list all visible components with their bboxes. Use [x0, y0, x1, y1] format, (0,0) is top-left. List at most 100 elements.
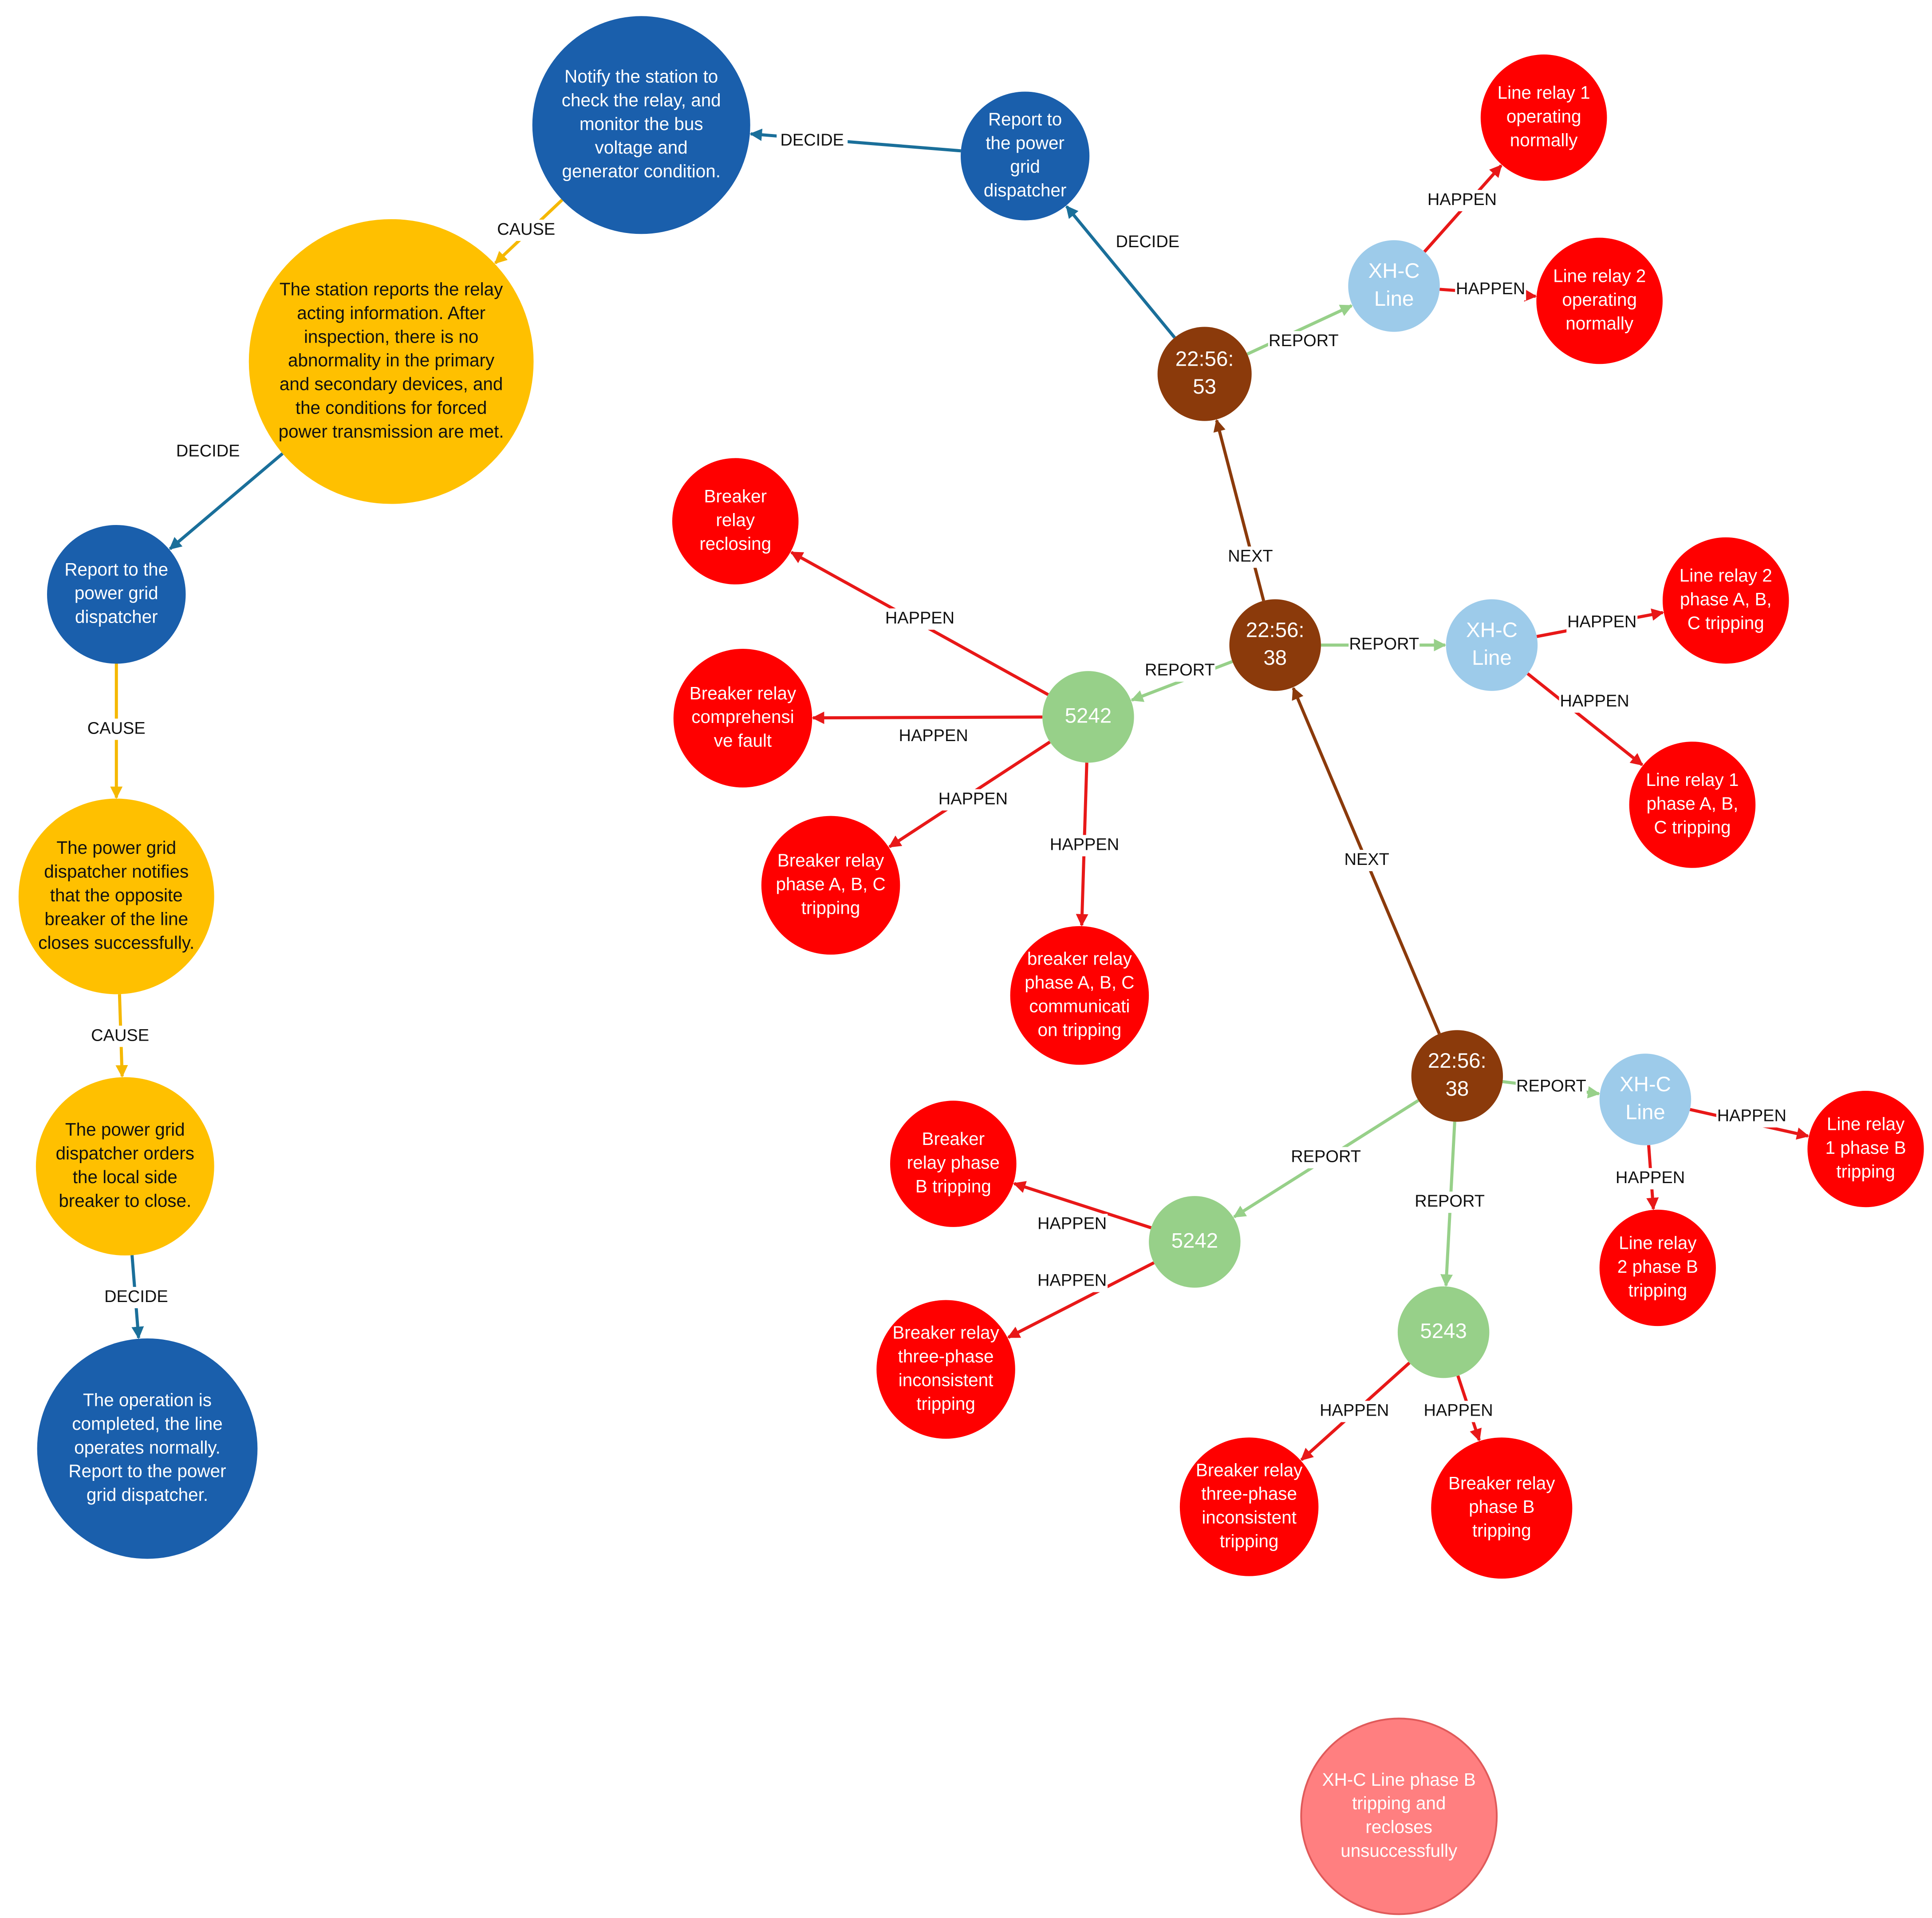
- edge-label-happen: HAPPEN: [1423, 1401, 1493, 1420]
- node-circle: [1599, 1054, 1691, 1145]
- edge-label-background: [1716, 1106, 1787, 1128]
- node-label: 22:56:38: [1246, 618, 1305, 670]
- node-label: 22:56:38: [1428, 1049, 1486, 1101]
- edge-breaker-5242-low-to-breaker-b-5242: [1013, 1181, 1152, 1229]
- node-circle: [1149, 1196, 1241, 1288]
- edge-label-background: [777, 130, 848, 152]
- edge-label-cause: CAUSE: [91, 1026, 149, 1045]
- node-circle: [18, 798, 214, 995]
- edge-label-background: [1566, 612, 1638, 634]
- node-breaker-5242-mid: 5242: [1042, 671, 1134, 763]
- edge-label-happen: HAPPEN: [885, 609, 954, 627]
- edge-label-background: [1423, 1401, 1494, 1422]
- edge-label-decide: DECIDE: [1116, 233, 1180, 251]
- node-time-225653: 22:56:53: [1157, 327, 1252, 421]
- node-circle: [1157, 327, 1252, 421]
- node-circle: [1300, 1717, 1498, 1915]
- edge-label-background: [884, 608, 955, 630]
- node-circle: [1446, 599, 1538, 691]
- node-circle: [532, 16, 750, 234]
- edge-label-decide: DECIDE: [104, 1287, 168, 1306]
- edge-label-background: [1037, 1214, 1108, 1235]
- node-label: 22:56:53: [1175, 347, 1234, 399]
- edge-label-report: REPORT: [1415, 1192, 1485, 1211]
- node-time-225638-low: 22:56:38: [1411, 1030, 1503, 1122]
- node-circle: [1348, 240, 1440, 332]
- edge-label-background: [1112, 232, 1183, 253]
- edge-label-happen: HAPPEN: [1050, 836, 1119, 854]
- node-circle: [1662, 537, 1789, 664]
- edge-label-next: NEXT: [1344, 850, 1389, 869]
- node-circle: [876, 1300, 1015, 1439]
- node-circle: [1411, 1030, 1503, 1122]
- edge-label-background: [1426, 189, 1498, 211]
- node-circle: [1629, 742, 1756, 868]
- edge-label-background: [898, 726, 969, 748]
- edge-label-happen: HAPPEN: [1717, 1107, 1786, 1125]
- edge-breaker-5242-mid-to-breaker-comprehensive: [812, 711, 1043, 724]
- node-circle: [1179, 1437, 1319, 1576]
- edge-label-background: [172, 441, 244, 463]
- edge-label-background: [1342, 850, 1392, 872]
- edge-label-background: [1144, 660, 1215, 682]
- edge-label-cause: CAUSE: [87, 719, 146, 738]
- edge-label-happen: HAPPEN: [1560, 692, 1629, 710]
- edge-label-decide: DECIDE: [176, 442, 240, 460]
- edge-label-happen: HAPPEN: [938, 789, 1008, 808]
- edge-label-report: REPORT: [1145, 661, 1215, 679]
- edge-label-background: [1049, 835, 1120, 856]
- edge-time-225638-mid-to-time-225653: [1213, 419, 1266, 601]
- node-label: 5243: [1420, 1319, 1467, 1343]
- node-breaker-5242-low: 5242: [1149, 1196, 1241, 1288]
- edge-label-background: [100, 1287, 172, 1308]
- edge-label-background: [1037, 1271, 1108, 1292]
- node-circle: [1431, 1437, 1573, 1579]
- node-breaker-5243: 5243: [1397, 1286, 1490, 1378]
- edge-label-happen: HAPPEN: [1427, 190, 1497, 209]
- node-circle: [47, 525, 186, 664]
- edge-label-background: [1414, 1192, 1486, 1213]
- edge-label-background: [1455, 279, 1526, 300]
- node-circle: [890, 1101, 1017, 1227]
- node-label: 5242: [1065, 704, 1112, 727]
- edge-label-background: [90, 1026, 150, 1047]
- edge-label-happen: HAPPEN: [1037, 1271, 1107, 1290]
- edge-labels-layer: DECIDECAUSEDECIDECAUSECAUSEDECIDEDECIDER…: [86, 130, 1787, 1422]
- node-circle: [37, 1338, 258, 1559]
- node-circle: [761, 816, 900, 955]
- edge-label-background: [1348, 634, 1420, 656]
- edge-label-background: [1268, 331, 1339, 353]
- edge-label-background: [86, 718, 147, 740]
- edge-label-report: REPORT: [1349, 635, 1419, 654]
